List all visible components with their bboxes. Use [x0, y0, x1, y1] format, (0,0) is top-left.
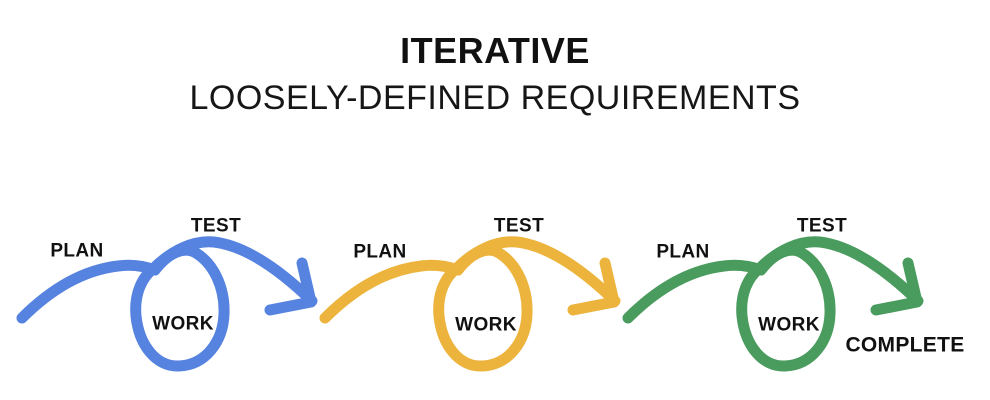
iteration-curve-1 [16, 236, 318, 372]
complete-label: COMPLETE [845, 333, 965, 357]
stage3-test-label: TEST [796, 215, 848, 237]
iteration-curve-3 [622, 236, 924, 372]
stage3-work-label: WORK [758, 314, 820, 336]
stage1-work-label: WORK [152, 313, 214, 335]
loop-arrow-yellow [319, 236, 621, 372]
loop-arrow-green [622, 236, 924, 372]
stage2-plan-label: PLAN [353, 241, 407, 263]
page-subtitle: LOOSELY-DEFINED REQUIREMENTS [189, 79, 801, 117]
iteration-curve-2 [319, 236, 621, 372]
page-title: ITERATIVE [400, 30, 590, 71]
stage2-work-label: WORK [455, 314, 517, 336]
stage1-test-label: TEST [190, 215, 242, 237]
stage1-plan-label: PLAN [50, 240, 104, 262]
stage2-test-label: TEST [493, 215, 545, 237]
stage3-plan-label: PLAN [656, 241, 710, 263]
loop-arrow-blue [16, 236, 318, 372]
